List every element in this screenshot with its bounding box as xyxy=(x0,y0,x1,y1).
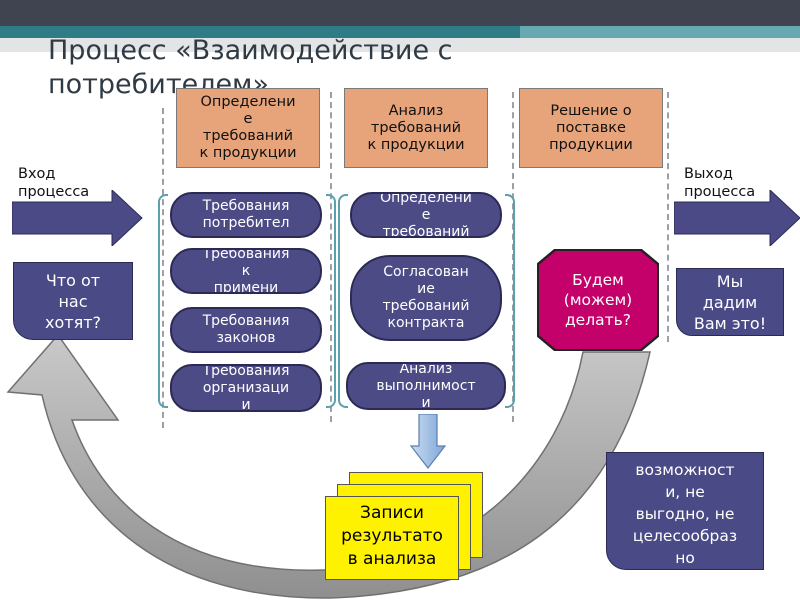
requirement-item: Требования законов xyxy=(170,307,322,353)
slide-title: Процесс «Взаимодействие с потребителем» xyxy=(48,35,453,100)
requirement-item: Требования потребител xyxy=(170,192,322,238)
records-doc-front xyxy=(325,496,459,580)
input-label: Вход процесса xyxy=(18,166,90,200)
output-answer-box: Мы дадим Вам это! xyxy=(676,268,784,336)
header-band-teal-light xyxy=(520,26,800,38)
records-label: Записи результато в анализа xyxy=(341,502,443,569)
requirement-item: Требования организаци и xyxy=(170,364,322,412)
stage-header-analysis: Анализ требований к продукции xyxy=(344,88,488,168)
analysis-item: Согласован ие требований контракта xyxy=(350,255,502,341)
requirement-item: Требования к примени xyxy=(170,248,322,294)
header-band-dark xyxy=(0,0,800,26)
input-question-box: Что от нас хотят? xyxy=(13,262,133,340)
output-arrow xyxy=(674,190,800,246)
analysis-item: Определени е требований xyxy=(350,192,502,238)
stage-header-definition: Определени е требований к продукции xyxy=(176,88,320,168)
input-arrow xyxy=(12,190,143,246)
col2-bracket-right xyxy=(505,194,515,408)
header-band-gray xyxy=(0,38,800,52)
col2-bracket-left xyxy=(338,194,348,408)
down-arrow xyxy=(410,414,446,469)
negative-note-box: возможност и, не выгодно, не целесообраз… xyxy=(606,452,764,570)
stage-header-decision: Решение о поставке продукции xyxy=(519,88,663,168)
separator xyxy=(667,92,669,342)
analysis-item: Анализ выполнимост и xyxy=(346,362,506,410)
separator xyxy=(330,92,332,422)
decision-octagon: Будем (можем) делать? xyxy=(539,251,657,349)
output-label: Выход процесса xyxy=(684,166,756,200)
separator xyxy=(162,108,164,428)
col1-bracket-left xyxy=(158,194,168,408)
col1-bracket-right xyxy=(326,194,336,408)
